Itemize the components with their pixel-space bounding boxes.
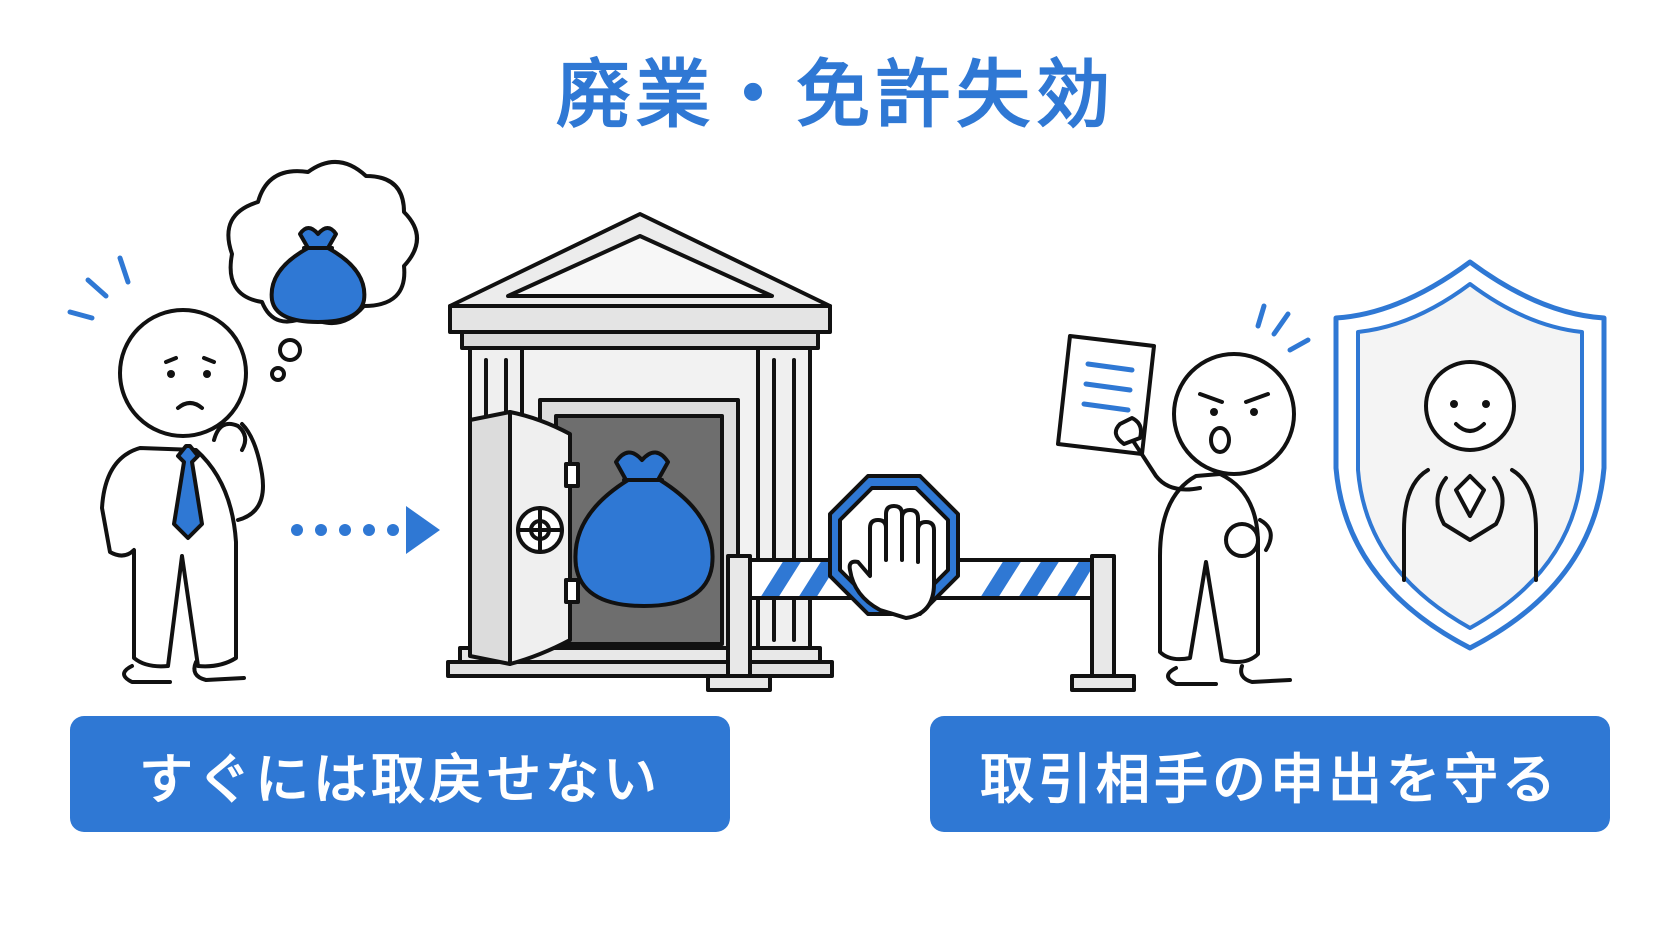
stress-lines-icon <box>1255 303 1311 353</box>
stop-hand-sign-icon <box>828 474 960 620</box>
shield-icon <box>1333 259 1607 651</box>
angry-person-figure <box>1056 303 1311 686</box>
page-title: 廃業・免許失効 <box>556 52 1116 138</box>
label-protect-counterparty: 取引相手の申出を守る <box>930 716 1610 832</box>
money-bag-icon <box>269 226 367 324</box>
dotted-arrow-icon <box>291 506 440 554</box>
stress-lines-icon <box>67 255 131 321</box>
money-bag-icon <box>573 450 715 608</box>
protected-person-figure <box>1402 360 1538 582</box>
worried-businessman-figure <box>67 255 265 684</box>
label-cannot-retrieve: すぐには取戻せない <box>70 716 730 832</box>
thought-bubble-icon <box>226 159 419 382</box>
bank-building-icon <box>446 212 834 678</box>
safe-icon <box>468 410 580 666</box>
